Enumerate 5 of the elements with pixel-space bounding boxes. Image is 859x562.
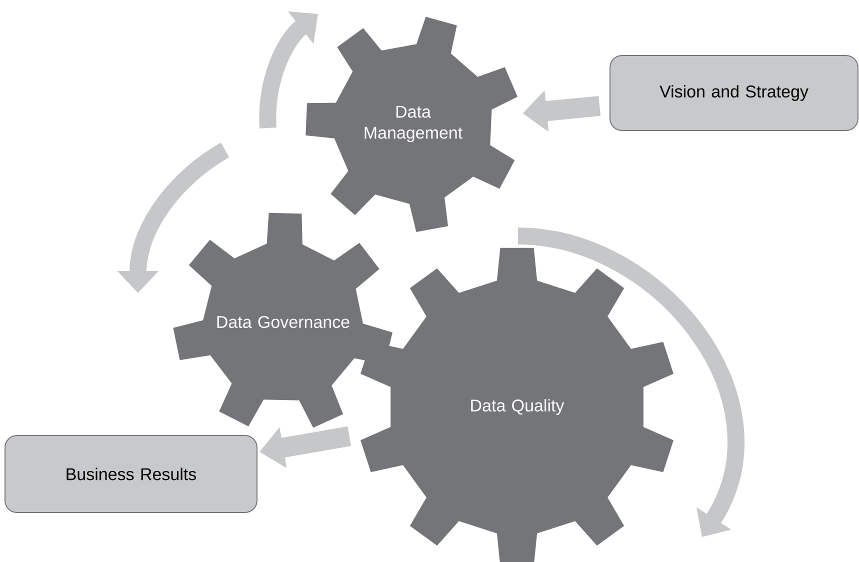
text-box: Vision and Strategy	[610, 55, 858, 131]
gear: Data Quality	[360, 248, 674, 562]
gear: Data Management	[306, 16, 518, 232]
gear: Data Governance	[173, 212, 392, 428]
text-box: Business Results	[4, 435, 258, 513]
